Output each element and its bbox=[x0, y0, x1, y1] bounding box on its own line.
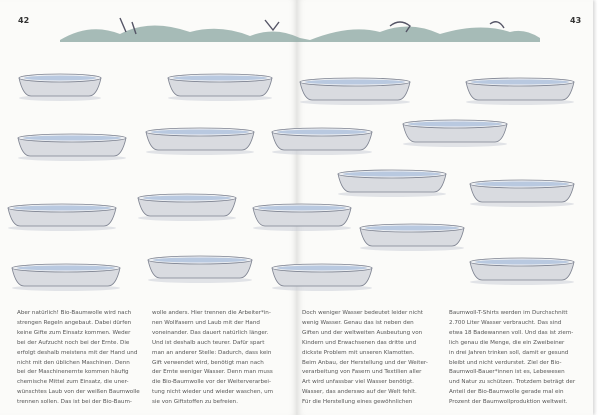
text-line: verarbeitung von Fasern und Textilien al… bbox=[302, 369, 422, 376]
page-number-right: 43 bbox=[570, 16, 582, 25]
text-line: Beim Anbau, der Herstellung und der Weit… bbox=[302, 359, 428, 366]
bathtub-icon bbox=[271, 263, 373, 291]
text-line: dickste Problem mit unseren Klamotten. bbox=[302, 349, 415, 356]
text-line: Und ist deshalb auch teurer. Dafür spart bbox=[152, 339, 265, 346]
text-line: Baumwoll-T-Shirts werden im Durchschnitt bbox=[449, 310, 568, 316]
text-line: der Ernte weniger Wasser. Denn man muss bbox=[152, 369, 273, 376]
bathtub-icon bbox=[469, 179, 575, 207]
text-line: etwa 18 Badewannen voll. Und das ist zie… bbox=[449, 329, 574, 336]
bathtub-icon bbox=[465, 77, 575, 105]
page-number-left: 42 bbox=[18, 16, 30, 25]
text-line: wolle anders. Hier trennen die Arbeiter*… bbox=[152, 310, 271, 316]
text-line: wünschtes Laub von der weißen Baumwolle bbox=[17, 389, 140, 396]
text-column-1: Aber natürlich! Bio-Baumwolle wird nach s… bbox=[17, 309, 155, 408]
text-line: bleibt und nicht verdurstet. Ziel der Bi… bbox=[449, 359, 562, 366]
text-line: 2.700 Liter Wasser verbraucht. Das sind bbox=[449, 319, 562, 326]
text-line: voneinander. Das dauert natürlich länger… bbox=[152, 329, 269, 336]
text-line: Für die Herstellung eines gewöhnlichen bbox=[302, 399, 413, 406]
text-line: sie von Giftstoffen zu befreien. bbox=[152, 399, 239, 406]
bathtub-icon bbox=[402, 119, 508, 147]
bathtub-icon bbox=[359, 223, 465, 251]
text-line: die Bio-Baumwolle vor der Weiterverarbei… bbox=[152, 379, 272, 386]
text-line: lich genau die Menge, die ein Zweibeiner bbox=[449, 339, 565, 346]
text-line: Kindern und Erwachsenen das dritte und bbox=[302, 339, 417, 346]
text-line: Art wird unfassbar viel Wasser benötigt. bbox=[302, 379, 414, 386]
text-line: Prozent der Baumwollproduktion weltweit. bbox=[449, 399, 568, 406]
text-line: bei der Maschinenernte kommen häufig bbox=[17, 369, 129, 376]
text-line: Doch weniger Wasser bedeutet leider nich… bbox=[302, 310, 423, 316]
text-line: wenig Wasser. Genau das ist neben den bbox=[302, 319, 414, 326]
text-line: strengen Regeln angebaut. Dabei dürfen bbox=[17, 319, 132, 326]
bathtub-icon bbox=[271, 127, 373, 155]
bathtub-icon bbox=[18, 73, 102, 101]
bathtub-icon bbox=[252, 203, 352, 231]
text-line: Giften und der weltweiten Ausbeutung von bbox=[302, 329, 423, 336]
text-line: tung nicht wieder und wieder waschen, um bbox=[152, 389, 274, 396]
bathtub-icon bbox=[17, 133, 127, 161]
text-line: trennen sollen. Das ist bei der Bio-Baum… bbox=[17, 399, 132, 406]
text-line: erfolgt deshalb meistens mit der Hand un… bbox=[17, 349, 138, 356]
text-line: man an anderer Stelle: Dadurch, dass kei… bbox=[152, 349, 272, 356]
text-line: nen Wollfasern und Laub mit der Hand bbox=[152, 319, 260, 326]
bathtub-icon bbox=[147, 255, 253, 283]
text-line: in drei Jahren trinken soll, damit er ge… bbox=[449, 349, 569, 356]
text-line: Anteil der Bio-Baumwolle gerade mal ein bbox=[449, 389, 564, 396]
bathtub-icon bbox=[145, 127, 255, 155]
bathtub-icon bbox=[7, 203, 117, 231]
text-line: Gift verwendet wird, benötigt man nach bbox=[152, 359, 264, 366]
bathtub-icon bbox=[167, 73, 273, 101]
bathtub-icon bbox=[337, 169, 447, 197]
text-line: chemische Mittel zum Einsatz, die uner- bbox=[17, 379, 129, 386]
text-line: Aber natürlich! Bio-Baumwolle wird nach bbox=[17, 310, 132, 316]
text-column-2: wolle anders. Hier trennen die Arbeiter*… bbox=[152, 309, 290, 408]
text-line: und Natur zu schützen. Trotzdem beträgt … bbox=[449, 379, 576, 386]
text-column-3: Doch weniger Wasser bedeutet leider nich… bbox=[302, 309, 440, 408]
text-line: keine Gifte zum Einsatz kommen. Weder bbox=[17, 329, 131, 336]
text-line: bei der Aufzucht noch bei der Ernte. Die bbox=[17, 339, 130, 346]
bathtub-icon bbox=[469, 257, 575, 285]
text-line: nicht mit den üblichen Maschinen. Denn bbox=[17, 359, 130, 366]
bathtub-icon bbox=[137, 193, 237, 221]
bathtub-icon bbox=[11, 263, 121, 291]
bathtub-icon bbox=[299, 77, 411, 105]
text-line: Wasser, das anderswo auf der Welt fehlt. bbox=[302, 389, 417, 396]
text-column-4: Baumwoll-T-Shirts werden im Durchschnitt… bbox=[449, 309, 587, 408]
landscape-banner-illustration bbox=[60, 17, 540, 42]
text-line: Baumwoll-Bauer*innen ist es, Lebewesen bbox=[449, 369, 565, 376]
